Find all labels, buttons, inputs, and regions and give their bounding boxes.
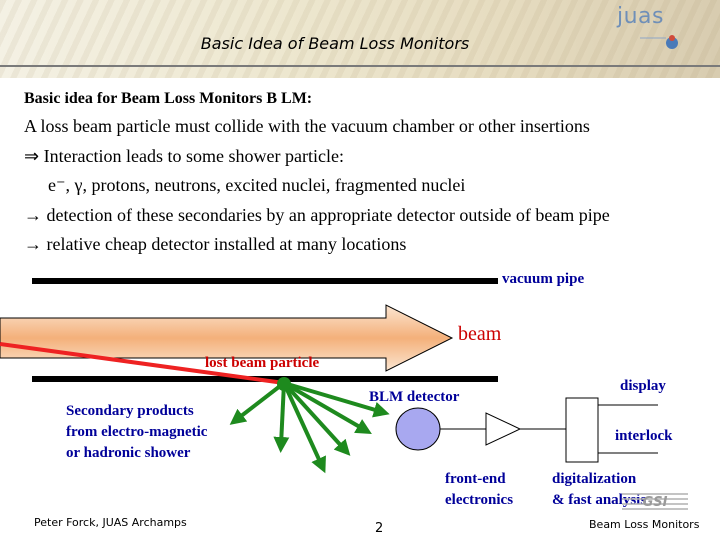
- secondary-products-label: Secondary products from electro-magnetic…: [66, 401, 207, 464]
- shower-ray-1: [229, 381, 286, 425]
- shower-particles: [229, 381, 390, 474]
- text-line-3: e⁻, γ, protons, neutrons, excited nuclei…: [48, 175, 466, 195]
- lost-particle-track: [0, 342, 285, 385]
- gsi-logo: GSI: [622, 493, 688, 510]
- juas-figure-icon: [640, 35, 678, 49]
- display-label: display: [620, 378, 666, 394]
- frontend-label-line-2: electronics: [445, 492, 514, 508]
- svg-text:GSI: GSI: [643, 495, 668, 510]
- blm-detector-shape: [395, 407, 441, 451]
- frontend-label-line-1: front-end: [445, 471, 506, 487]
- shower-ray-6: [283, 381, 390, 418]
- shower-ray-5: [282, 381, 372, 435]
- shower-ray-2: [273, 382, 290, 453]
- juas-logo: juas: [617, 4, 664, 29]
- beam-label: beam: [458, 323, 502, 345]
- lost-particle-label: lost beam particle: [205, 355, 320, 371]
- text-line-1: A loss beam particle must collide with t…: [24, 116, 590, 136]
- footer-topic: Beam Loss Monitors: [589, 518, 700, 531]
- footer-author: Peter Forck, JUAS Archamps: [34, 516, 187, 529]
- secondary-label-line-2: from electro-magnetic: [66, 424, 208, 440]
- text-line-4: → detection of these secondaries by an a…: [24, 205, 610, 225]
- shower-ray-3: [282, 382, 326, 474]
- text-line-2: ⇒ Interaction leads to some shower parti…: [24, 146, 344, 166]
- frontend-electronics-label: front-end electronics: [445, 469, 513, 511]
- secondary-label-line-3: or hadronic shower: [66, 445, 191, 461]
- page-title: Basic Idea of Beam Loss Monitors: [200, 34, 470, 53]
- secondary-label-line-1: Secondary products: [66, 403, 194, 419]
- beam-arrow: [0, 304, 454, 372]
- digitalization-box: [565, 397, 599, 463]
- slide-subtitle: Basic idea for Beam Loss Monitors B LM:: [24, 90, 313, 107]
- shower-ray-4: [282, 381, 351, 456]
- header-divider: [0, 65, 720, 67]
- digital-label-line-1: digitalization: [552, 471, 637, 487]
- impact-point: [277, 377, 291, 391]
- blm-detector-label: BLM detector: [369, 389, 460, 405]
- text-line-5: → relative cheap detector installed at m…: [24, 234, 407, 254]
- vacuum-pipe-label: vacuum pipe: [502, 271, 585, 287]
- page-number: 2: [375, 521, 384, 536]
- frontend-amplifier: [485, 412, 522, 446]
- interlock-label: interlock: [615, 428, 673, 444]
